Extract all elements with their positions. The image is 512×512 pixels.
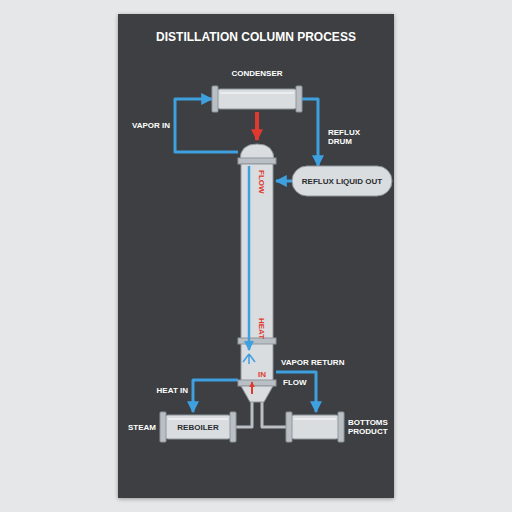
stream-label: REFLUX LIQUID OUT <box>292 177 392 186</box>
annotation-label: FLOW <box>282 378 308 387</box>
column-cone <box>241 386 273 402</box>
pipe-connector <box>255 112 259 140</box>
flow-marker-text: IN <box>258 370 266 379</box>
pipe-label: VAPOR IN <box>131 121 171 130</box>
flange <box>238 158 276 164</box>
flange <box>338 412 344 442</box>
drum-body <box>292 166 392 196</box>
column-shell <box>241 164 273 386</box>
vessel-body <box>217 89 297 109</box>
pipe-connector <box>302 99 318 166</box>
pipe-connector <box>276 180 292 183</box>
equipment-label: BOTTOMS PRODUCT <box>348 418 392 436</box>
bottoms-shape <box>286 412 344 442</box>
pipe-label: VAPOR RETURN <box>280 358 345 367</box>
flange <box>238 380 276 386</box>
pipe-label: HEAT IN <box>156 386 189 395</box>
vessel-body <box>291 415 339 439</box>
flow-marker-text: HEAT <box>257 318 266 339</box>
column-node: FLOW HEAT IN <box>238 140 276 402</box>
flange <box>230 412 236 442</box>
condenser-node: CONDENSER <box>212 86 302 112</box>
annotation-label: STEAM <box>127 423 157 432</box>
internal-flow-line <box>248 166 251 350</box>
highlight <box>220 92 294 94</box>
flange <box>160 412 166 442</box>
drum-node: REFLUX DRUMREFLUX LIQUID OUT <box>292 166 392 196</box>
flange <box>212 86 218 112</box>
heat-arrow <box>251 382 253 394</box>
pipe-connector <box>236 402 252 427</box>
flange <box>296 86 302 112</box>
diagram-title: DISTILLATION COLUMN PROCESS <box>118 30 394 44</box>
pipe-connector <box>276 372 316 412</box>
equipment-label: REBOILER <box>160 423 236 432</box>
pipe-connector <box>262 402 286 427</box>
condenser-shape <box>212 86 302 112</box>
equipment-label: REFLUX DRUM <box>328 128 368 146</box>
highlight <box>168 418 228 420</box>
reboiler-node: REBOILER <box>160 412 236 442</box>
bottoms-node: BOTTOMS PRODUCT <box>286 412 344 442</box>
pipe-connector <box>193 380 238 412</box>
flow-marker-text: FLOW <box>257 170 266 194</box>
distributor <box>243 354 255 364</box>
highlight <box>294 418 336 420</box>
equipment-label: CONDENSER <box>212 69 302 78</box>
flange <box>286 412 292 442</box>
